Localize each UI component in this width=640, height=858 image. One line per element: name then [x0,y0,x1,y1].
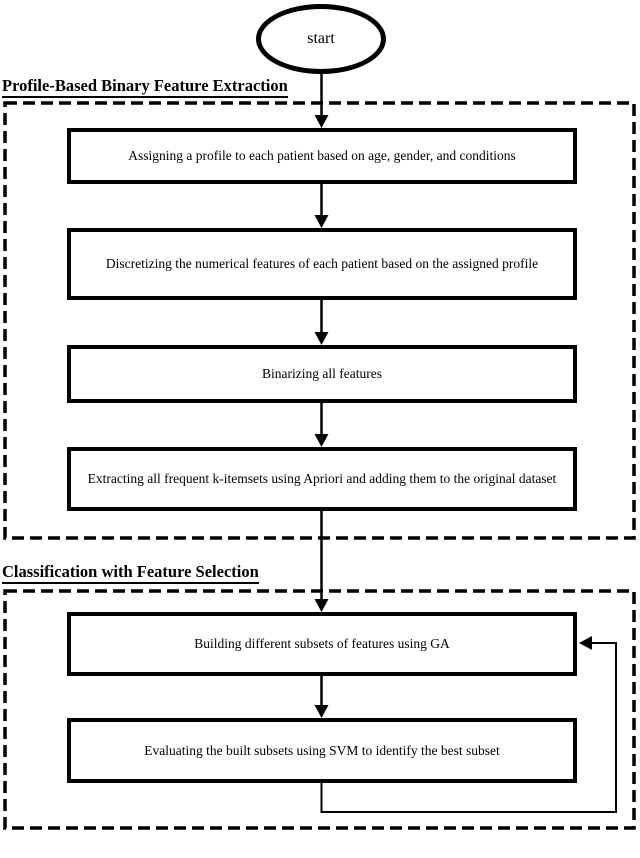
process-box-label: Building different subsets of features u… [194,636,450,652]
process-box-label: Extracting all frequent k-itemsets using… [87,471,557,487]
section-1-title-text: Profile-Based Binary Feature Extraction [2,76,288,99]
process-box-binarize-features: Binarizing all features [67,345,577,403]
process-box-label: Assigning a profile to each patient base… [128,148,516,164]
process-box-extract-itemsets: Extracting all frequent k-itemsets using… [67,447,577,511]
process-box-build-subsets-ga: Building different subsets of features u… [67,612,577,676]
section-1-dashed-frame [3,101,636,540]
section-2-title: Classification with Feature Selection [2,562,259,585]
process-box-label: Evaluating the built subsets using SVM t… [144,742,500,758]
section-1-title: Profile-Based Binary Feature Extraction [2,76,288,99]
process-box-label: Binarizing all features [262,366,382,382]
arrow-box3-to-box4 [314,403,329,447]
process-box-discretize-features: Discretizing the numerical features of e… [67,228,577,300]
start-terminator: start [256,4,386,74]
arrow-start-to-box1 [314,72,329,128]
feedback-loop-arrow [320,636,617,813]
arrow-box5-to-box6 [314,676,329,718]
start-label: start [307,30,335,47]
arrow-box4-to-box5 [314,511,329,612]
arrow-box1-to-box2 [314,184,329,228]
section-2-title-text: Classification with Feature Selection [2,562,259,585]
process-box-assign-profile: Assigning a profile to each patient base… [67,128,577,184]
process-box-label: Discretizing the numerical features of e… [105,256,539,272]
process-box-evaluate-subsets-svm: Evaluating the built subsets using SVM t… [67,718,577,783]
arrow-box2-to-box3 [314,300,329,345]
section-2-dashed-frame [3,589,636,830]
